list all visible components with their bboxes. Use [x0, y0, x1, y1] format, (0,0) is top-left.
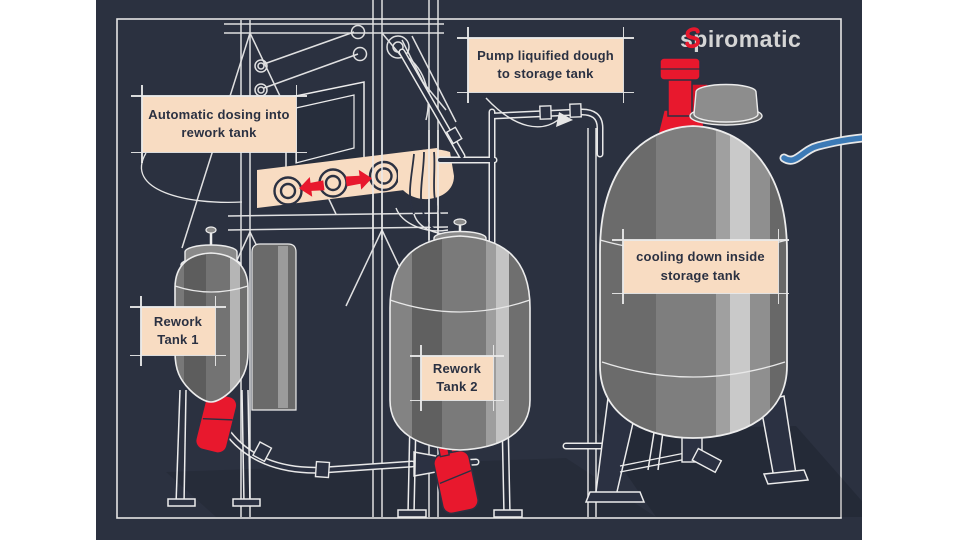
process-piping: [222, 52, 620, 479]
border-frame: [116, 18, 842, 519]
label-text: Automatic dosing into rework tank: [148, 106, 290, 140]
label-automatic-dosing: Automatic dosing into rework tank: [131, 85, 307, 163]
spiromatic-s-icon: [685, 27, 700, 49]
floor-shadows: [166, 426, 862, 517]
flow-arrow-right-icon: [345, 169, 372, 190]
rework-tank-1: [167, 226, 261, 507]
scaffold-posts-front: [372, 130, 439, 240]
label-rework-tank-1: Rework Tank 1: [130, 296, 226, 366]
dosing-leader-line: [140, 152, 243, 204]
label-cooling-down: cooling down inside storage tank: [612, 229, 789, 304]
dosing-conveyor: [257, 148, 437, 208]
label-rework-tank-2: Rework Tank 2: [410, 345, 504, 411]
flow-arrow-left-icon: [299, 176, 325, 197]
label-text: Pump liquified dough to storage tank: [477, 47, 614, 81]
flow-direction-arrow-icon: [485, 97, 559, 128]
label-pump-dough: Pump liquified dough to storage tank: [457, 27, 634, 103]
support-column: [251, 243, 297, 411]
brand-logo: spiromatic: [680, 26, 801, 53]
brand-logo-text: spiromatic: [680, 26, 802, 52]
diagram-panel: Automatic dosing into rework tank Pump l…: [96, 0, 862, 540]
label-text: cooling down inside storage tank: [636, 249, 765, 283]
label-text: Rework Tank 1: [153, 313, 203, 347]
label-text: Rework Tank 2: [432, 360, 482, 394]
